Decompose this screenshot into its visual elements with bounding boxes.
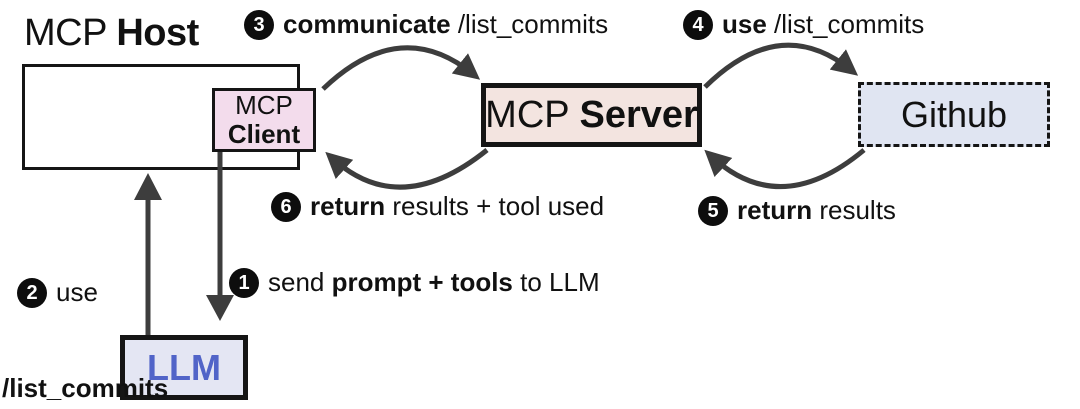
mcp-server-regular: MCP [485, 93, 580, 136]
step-2-row1: 2 use [2, 277, 168, 308]
step-6-badge: 6 [271, 191, 301, 222]
llm-label: LLM [147, 346, 221, 388]
step-3-text: communicate /list_commits [283, 9, 609, 39]
step-1-badge: 1 [229, 267, 259, 298]
step-4-badge: 4 [683, 9, 713, 40]
llm-box: LLM [120, 335, 248, 400]
arrow-client-to-llm-head [206, 295, 234, 321]
arrow-server-to-github [703, 42, 859, 89]
step-4-text: use /list_commits [722, 9, 925, 39]
host-title-regular: MCP [24, 12, 117, 54]
mcp-server-bold: Server [579, 93, 698, 136]
host-title-bold: Host [116, 12, 199, 54]
mcp-client-box: MCP Client [212, 88, 316, 152]
arrow-server-to-client [325, 148, 489, 190]
mcp-client-line1: MCP [235, 90, 293, 120]
mcp-server-box: MCP Server [481, 83, 702, 147]
step-6-label: 6 return results + tool used [271, 191, 604, 222]
github-box: Github [858, 82, 1050, 147]
step-2-badge: 2 [17, 277, 47, 308]
github-label: Github [900, 93, 1008, 135]
step-4-label: 4 use /list_commits [683, 9, 924, 40]
arrow-client-to-server [321, 45, 481, 91]
arrow-llm-to-host-head [134, 173, 162, 200]
step-2-row2: /list_commits [2, 373, 169, 403]
step-6-text: return results + tool used [310, 191, 605, 221]
mcp-client-line2: Client [227, 119, 301, 149]
step-5-badge: 5 [698, 195, 728, 226]
step-5-text: return results [737, 195, 896, 225]
step-5-label: 5 return results [698, 195, 896, 226]
arrow-github-to-server [704, 148, 866, 189]
step-2-label: 2 use /list_commits [2, 215, 168, 409]
step-2-text: use [56, 277, 98, 307]
step-1-label: 1 send prompt + tools to LLM [229, 267, 600, 298]
step-1-text: send prompt + tools to LLM [268, 267, 600, 297]
step-3-label: 3 communicate /list_commits [244, 9, 608, 40]
host-title: MCP Host [24, 12, 199, 55]
step-3-badge: 3 [244, 9, 274, 40]
